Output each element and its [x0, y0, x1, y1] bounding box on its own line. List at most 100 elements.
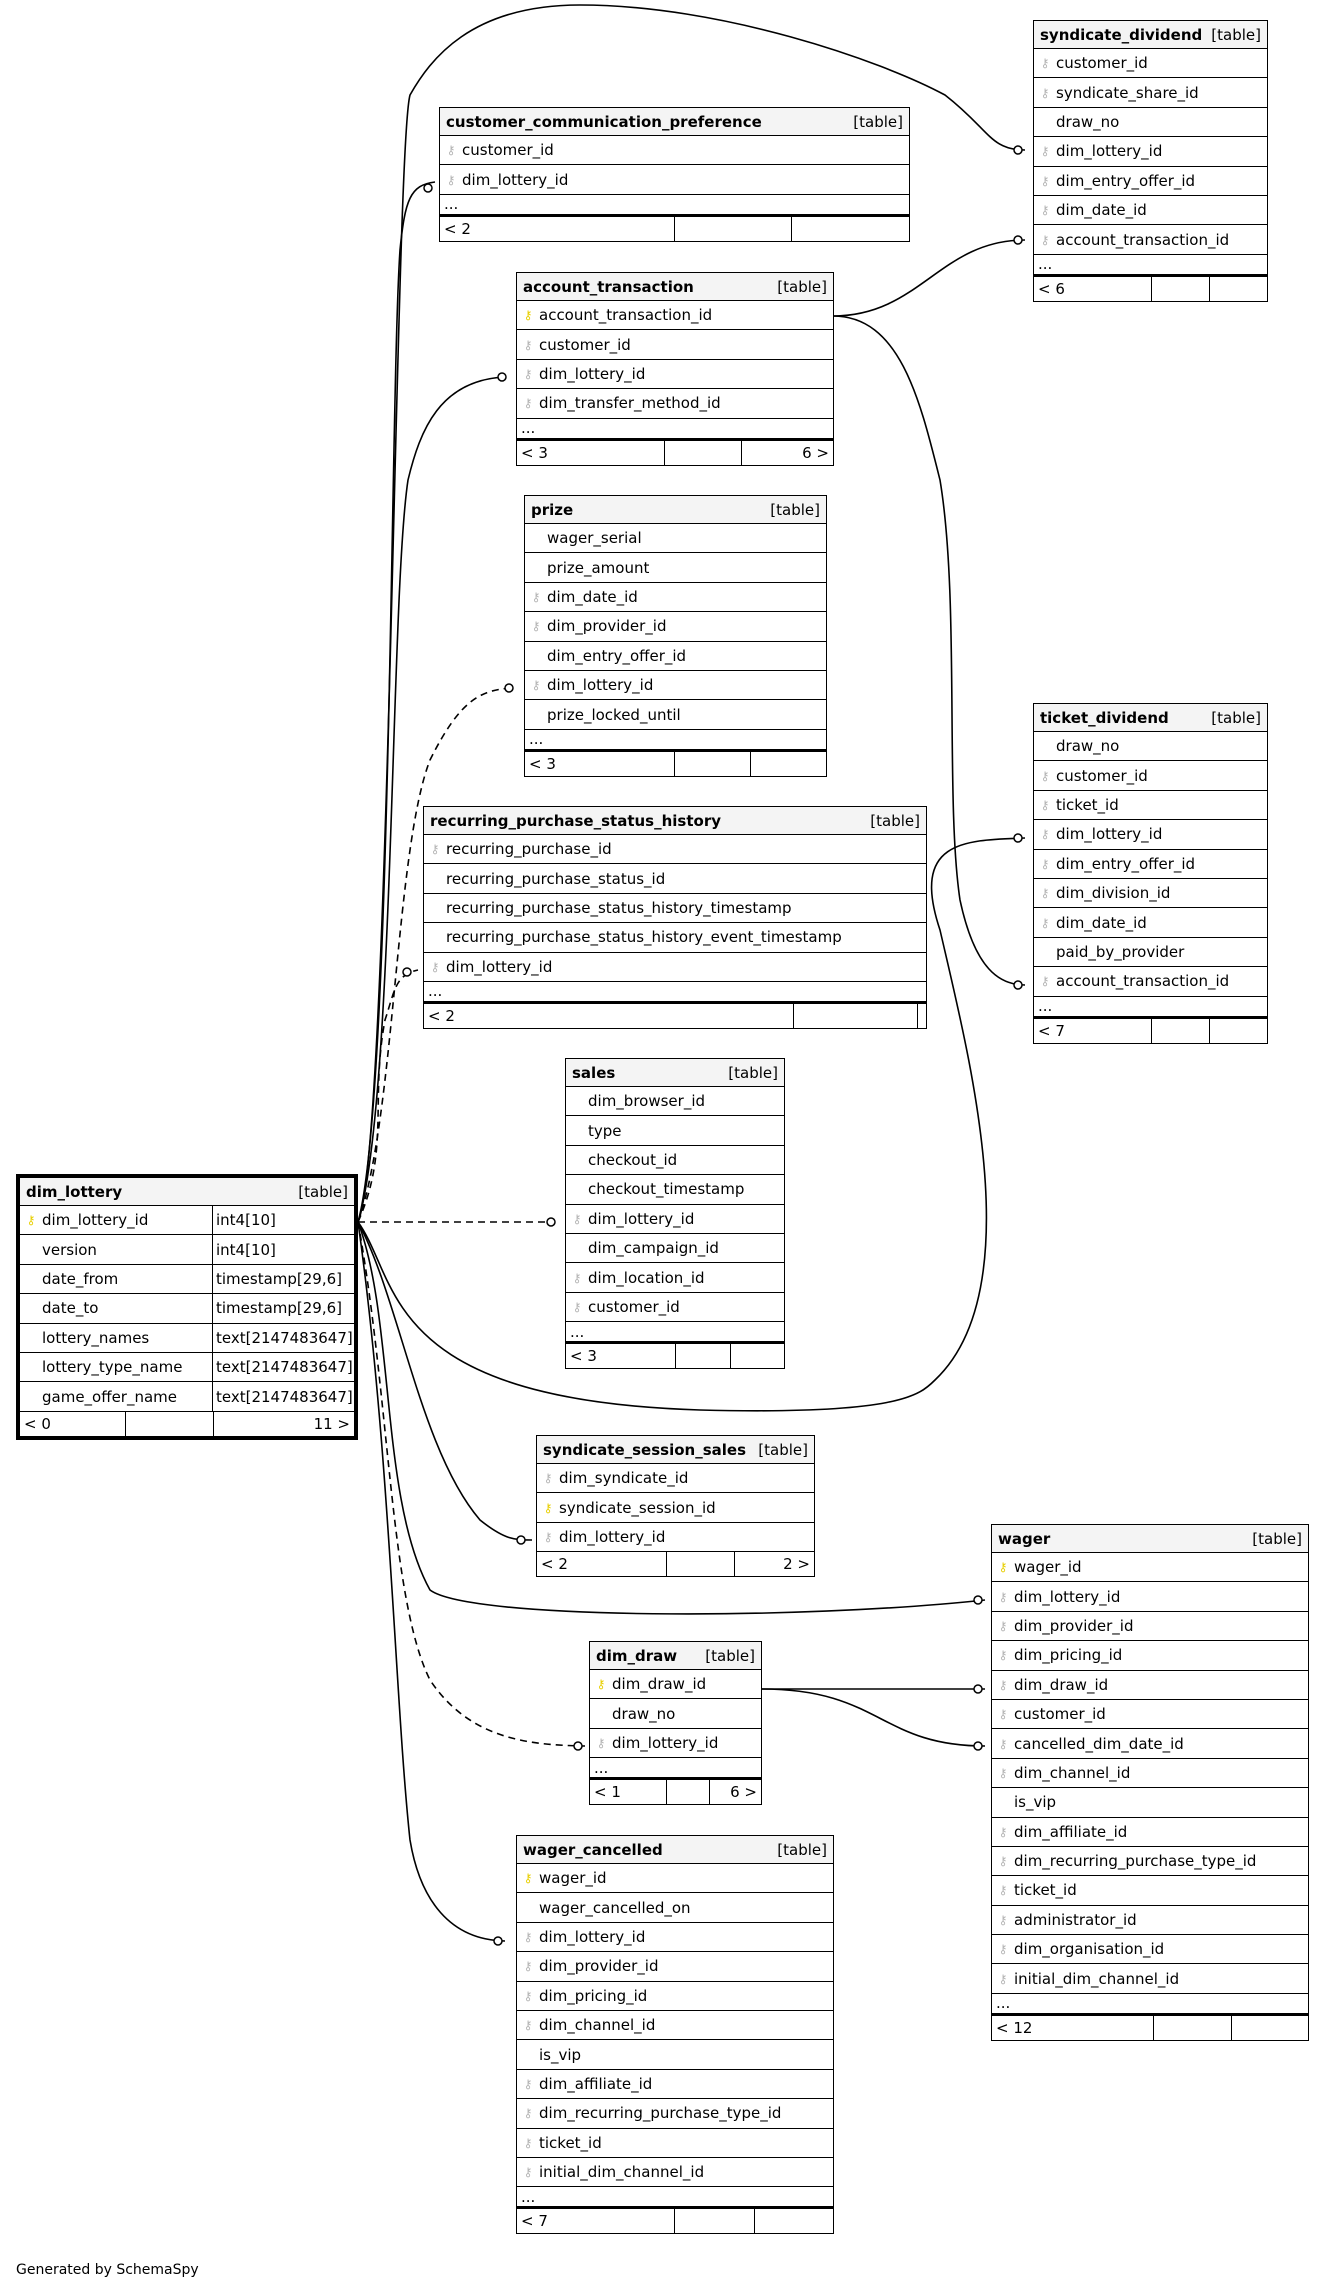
column-row[interactable]: ⚷dim_channel_id [992, 1759, 1308, 1789]
column-row[interactable]: ⚷dim_provider_id [992, 1612, 1308, 1642]
table-name[interactable]: account_transaction [523, 277, 694, 296]
column-row[interactable]: ⚷customer_id [1034, 49, 1267, 79]
column-row[interactable]: ⚷dim_affiliate_id [517, 2070, 833, 2100]
more-columns[interactable]: ... [517, 2187, 833, 2210]
table-header[interactable]: recurring_purchase_status_history[table] [424, 807, 926, 835]
column-row[interactable]: ⚷account_transaction_id [1034, 225, 1267, 255]
column-row[interactable]: ⚷administrator_id [992, 1906, 1308, 1936]
column-row[interactable]: ⚷ticket_id [1034, 791, 1267, 821]
table-header[interactable]: wager_cancelled[table] [517, 1836, 833, 1864]
column-row[interactable]: ⚷dim_lottery_id [992, 1582, 1308, 1612]
more-columns[interactable]: ... [992, 1994, 1308, 2016]
column-row[interactable]: checkout_id [566, 1146, 784, 1176]
more-columns[interactable]: ... [424, 982, 926, 1004]
column-row[interactable]: ⚷dim_lottery_id [424, 953, 926, 982]
column-row[interactable]: ⚷dim_organisation_id [992, 1935, 1308, 1965]
column-row[interactable]: ⚷customer_id [517, 330, 833, 360]
column-row[interactable]: ⚷customer_id [992, 1700, 1308, 1730]
column-row[interactable]: ⚷dim_division_id [1034, 879, 1267, 909]
table-ticket-dividend[interactable]: ticket_dividend[table]draw_no⚷customer_i… [1033, 703, 1268, 1044]
column-row[interactable]: wager_serial [525, 524, 826, 554]
column-row[interactable]: recurring_purchase_status_history_timest… [424, 894, 926, 924]
column-row[interactable]: prize_locked_until [525, 700, 826, 730]
column-row[interactable]: ⚷syndicate_share_id [1034, 78, 1267, 108]
column-row[interactable]: dim_campaign_id [566, 1234, 784, 1264]
table-customer-communication-preference[interactable]: customer_communication_preference[table]… [439, 107, 910, 242]
table-header[interactable]: ticket_dividend[table] [1034, 704, 1267, 732]
table-name[interactable]: recurring_purchase_status_history [430, 811, 721, 830]
table-name[interactable]: dim_draw [596, 1646, 678, 1665]
table-syndicate-dividend[interactable]: syndicate_dividend[table]⚷customer_id⚷sy… [1033, 20, 1268, 302]
more-columns[interactable]: ... [440, 195, 909, 217]
column-row[interactable]: is_vip [517, 2040, 833, 2070]
table-name[interactable]: syndicate_session_sales [543, 1440, 746, 1459]
column-row[interactable]: ⚷customer_id [1034, 761, 1267, 791]
column-row[interactable]: ⚷dim_location_id [566, 1263, 784, 1293]
column-row[interactable]: ⚷customer_id [440, 136, 909, 166]
table-header[interactable]: account_transaction[table] [517, 273, 833, 301]
column-row[interactable]: recurring_purchase_status_history_event_… [424, 923, 926, 953]
column-row[interactable]: paid_by_provider [1034, 938, 1267, 968]
table-header[interactable]: prize[table] [525, 496, 826, 524]
column-row[interactable]: prize_amount [525, 553, 826, 583]
column-row[interactable]: is_vip [992, 1788, 1308, 1818]
column-row[interactable]: ⚷dim_recurring_purchase_type_id [992, 1847, 1308, 1877]
more-columns[interactable]: ... [566, 1322, 784, 1345]
column-row[interactable]: ⚷dim_syndicate_id [537, 1464, 814, 1494]
more-columns[interactable]: ... [590, 1758, 761, 1781]
column-row[interactable]: ⚷dim_lottery_id [566, 1205, 784, 1234]
table-wager[interactable]: wager[table]⚷wager_id⚷dim_lottery_id⚷dim… [991, 1524, 1309, 2041]
column-row[interactable]: ⚷dim_entry_offer_id [1034, 850, 1267, 879]
column-row[interactable]: ⚷dim_lottery_id [517, 1923, 833, 1953]
column-row[interactable]: ⚷dim_provider_id [525, 612, 826, 642]
more-columns[interactable]: ... [525, 730, 826, 752]
column-row[interactable]: wager_cancelled_on [517, 1893, 833, 1923]
table-name[interactable]: sales [572, 1063, 616, 1082]
table-header[interactable]: wager[table] [992, 1525, 1308, 1553]
column-row[interactable]: ⚷dim_affiliate_id [992, 1818, 1308, 1847]
table-header[interactable]: dim_draw[table] [590, 1642, 761, 1670]
table-name[interactable]: dim_lottery [26, 1182, 123, 1201]
column-row[interactable]: checkout_timestamp [566, 1175, 784, 1205]
column-row[interactable]: ⚷dim_recurring_purchase_type_id [517, 2099, 833, 2129]
column-row[interactable]: ⚷wager_id [992, 1553, 1308, 1583]
column-row[interactable]: draw_no [1034, 108, 1267, 138]
column-row[interactable]: ⚷dim_lottery_id [1034, 137, 1267, 167]
column-row[interactable]: ⚷dim_lottery_id [1034, 820, 1267, 850]
column-row[interactable]: ⚷dim_pricing_id [992, 1641, 1308, 1671]
column-row[interactable]: ⚷dim_provider_id [517, 1952, 833, 1982]
column-row[interactable]: draw_no [1034, 732, 1267, 762]
column-row[interactable]: ⚷dim_transfer_method_id [517, 389, 833, 419]
column-row[interactable]: ⚷syndicate_session_id [537, 1493, 814, 1523]
table-name[interactable]: wager_cancelled [523, 1840, 663, 1859]
table-name[interactable]: syndicate_dividend [1040, 25, 1203, 44]
column-row[interactable]: ⚷dim_draw_id [590, 1670, 761, 1700]
column-row[interactable]: dim_browser_id [566, 1087, 784, 1117]
column-row[interactable]: ⚷dim_lottery_id [517, 360, 833, 390]
table-name[interactable]: prize [531, 500, 574, 519]
table-name[interactable]: wager [998, 1529, 1051, 1548]
column-row[interactable]: ⚷cancelled_dim_date_id [992, 1729, 1308, 1759]
column-row[interactable]: ⚷dim_lottery_id [525, 671, 826, 701]
more-columns[interactable]: ... [1034, 255, 1267, 277]
column-row[interactable]: type [566, 1116, 784, 1146]
more-columns[interactable]: ... [517, 419, 833, 441]
column-row[interactable]: ⚷account_transaction_id [1034, 967, 1267, 997]
column-row[interactable]: ⚷ticket_id [992, 1876, 1308, 1906]
table-name[interactable]: customer_communication_preference [446, 112, 762, 131]
table-header[interactable]: sales[table] [566, 1059, 784, 1087]
table-syndicate-session-sales[interactable]: syndicate_session_sales[table]⚷dim_syndi… [536, 1435, 815, 1578]
column-row[interactable]: draw_no [590, 1699, 761, 1729]
column-row[interactable]: ⚷initial_dim_channel_id [517, 2158, 833, 2188]
column-row[interactable]: ⚷account_transaction_id [517, 301, 833, 331]
table-header[interactable]: customer_communication_preference[table] [440, 108, 909, 136]
